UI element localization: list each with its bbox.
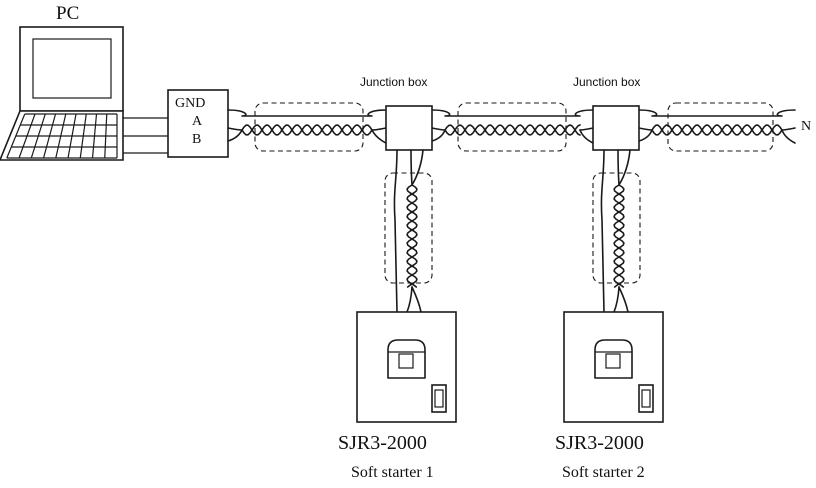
cable-shield-1 <box>254 102 364 152</box>
junction-box-1 <box>385 105 433 151</box>
soft-starter-1-name: Soft starter 1 <box>351 464 434 481</box>
soft-starter-1-model: SJR3-2000 <box>338 432 427 454</box>
laptop-keyboard-keys <box>6 113 118 159</box>
line-end-label: N <box>801 119 812 134</box>
terminal-block <box>167 89 229 158</box>
bus-cable-segment-1 <box>227 109 387 144</box>
terminal-a-label: A <box>192 114 203 129</box>
soft-starter-2-display-hood <box>594 339 633 379</box>
soft-starter-1 <box>356 311 457 423</box>
soft-starter-2-model: SJR3-2000 <box>555 432 644 454</box>
laptop-screen-frame <box>19 26 124 112</box>
soft-starter-2 <box>563 311 664 423</box>
pc-label: PC <box>56 3 80 24</box>
soft-starter-2-port-icon <box>638 384 654 413</box>
junction-box-1-label: Junction box <box>360 75 428 89</box>
bus-cable-segment-2 <box>431 109 594 144</box>
drop-shield-1 <box>384 172 433 284</box>
cable-shield-3 <box>667 102 774 152</box>
cable-shield-2 <box>457 102 567 152</box>
drop-shield-2 <box>592 172 641 284</box>
soft-starter-2-display-icon <box>605 353 621 369</box>
soft-starter-1-display-icon <box>398 353 414 369</box>
drop-cable-2 <box>600 149 631 313</box>
terminal-b-label: B <box>192 132 202 147</box>
junction-box-2 <box>592 105 640 151</box>
soft-starter-1-display-hood <box>387 339 426 379</box>
junction-box-2-label: Junction box <box>573 75 641 89</box>
terminal-gnd-label: GND <box>175 96 206 111</box>
soft-starter-1-port-icon <box>431 384 447 413</box>
pc-wires <box>123 117 168 154</box>
laptop-screen <box>32 38 112 99</box>
soft-starter-2-name: Soft starter 2 <box>562 464 645 481</box>
laptop-icon <box>0 26 124 161</box>
bus-cable-segment-3 <box>638 109 796 144</box>
drop-cable-1 <box>393 149 424 313</box>
